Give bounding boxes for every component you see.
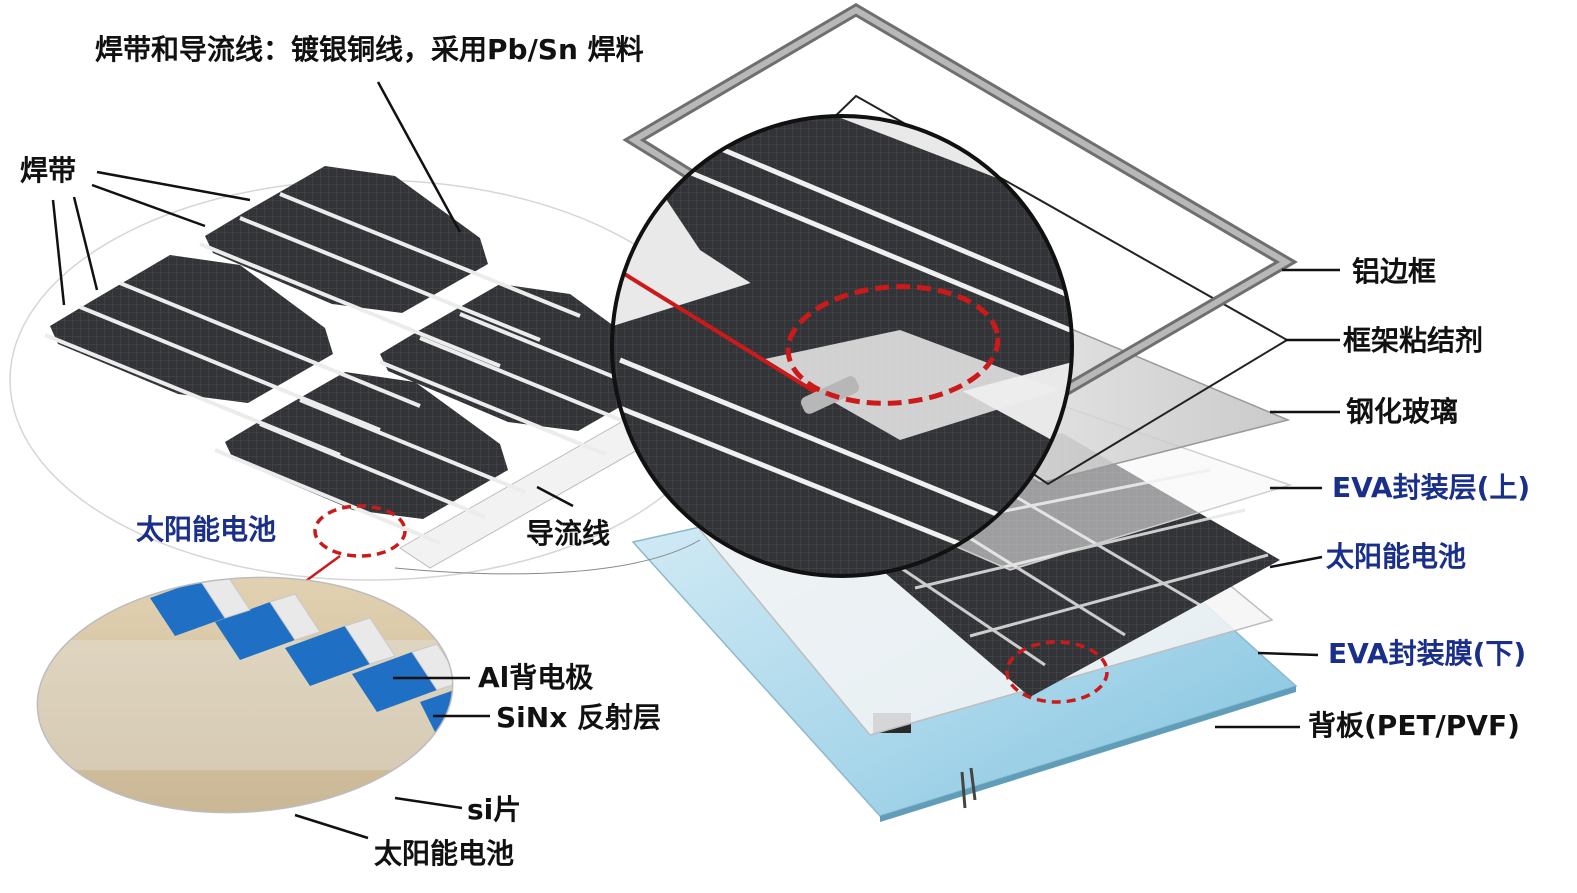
sinx-layer-label: SiNx 反射层 [496, 704, 661, 732]
layer-label: 铝边框 [1352, 258, 1436, 286]
al-back-electrode-label: Al背电极 [478, 664, 593, 692]
layer-label: EVA封装层(上) [1332, 474, 1530, 502]
layer-label: 钢化玻璃 [1346, 398, 1458, 426]
ribbon-bus-caption: 焊带和导流线：镀银铜线，采用Pb/Sn 焊料 [95, 36, 644, 64]
layer-label: 背板(PET/PVF) [1308, 712, 1520, 740]
cross-section-inset [29, 564, 470, 830]
ribbon-label: 焊带 [20, 157, 76, 185]
solar-cell-left-label: 太阳能电池 [136, 516, 276, 544]
layer-label: EVA封装膜(下) [1328, 640, 1526, 668]
solar-cell-bottom-label: 太阳能电池 [374, 840, 514, 868]
si-wafer-label: si片 [467, 796, 521, 824]
bus-bar-label: 导流线 [526, 520, 610, 548]
layer-label: 太阳能电池 [1326, 543, 1466, 571]
layer-label: 框架粘结剂 [1343, 327, 1483, 355]
cell-highlight-ring [315, 506, 405, 556]
